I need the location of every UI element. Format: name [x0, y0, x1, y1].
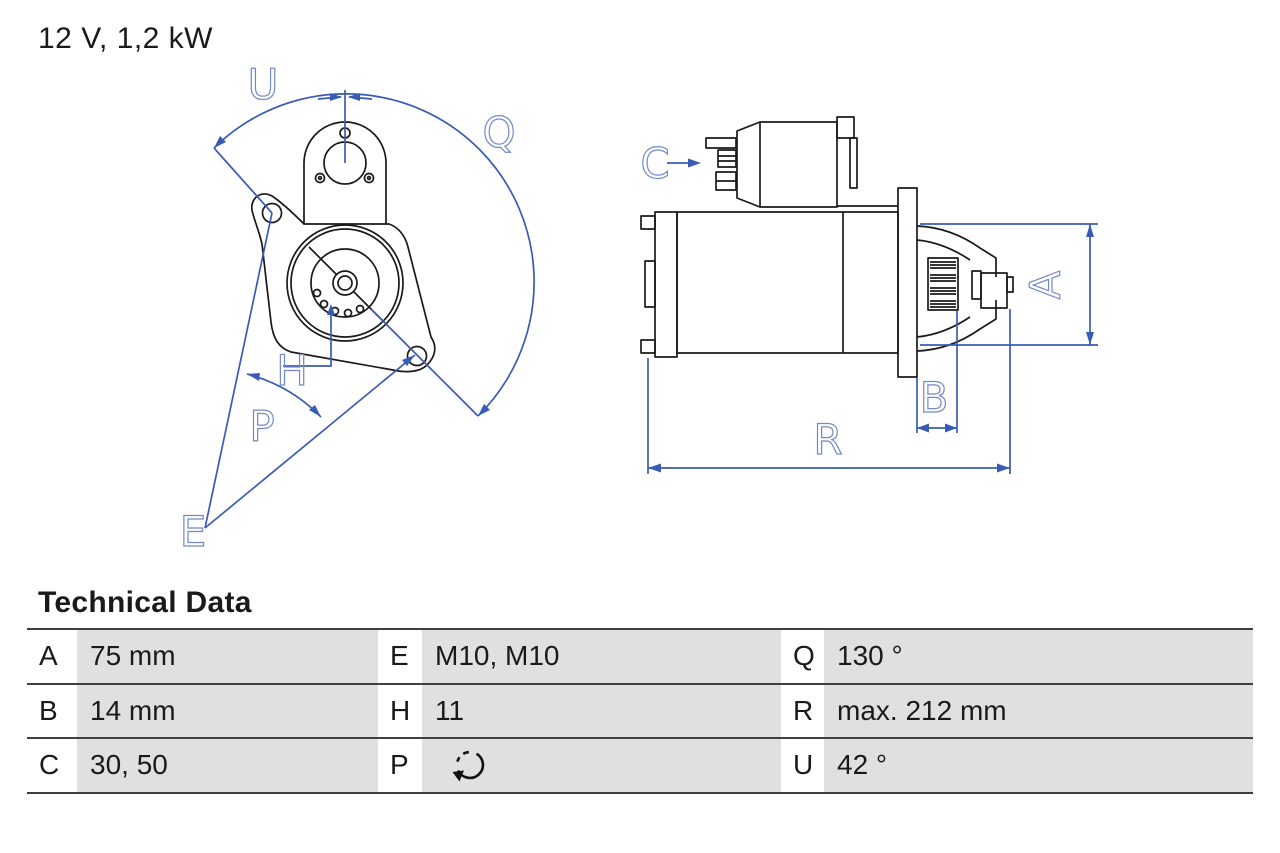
table-value: 11 — [422, 684, 781, 740]
side-bell-upper — [916, 225, 997, 277]
front-chamfer-upper — [308, 246, 338, 276]
table-value: 30, 50 — [77, 739, 378, 794]
c-arrow — [688, 158, 701, 168]
a-arrow-top — [1086, 224, 1094, 237]
front-rivet-right — [363, 172, 375, 184]
label-e: E — [180, 507, 207, 556]
side-bell-upper-inner — [916, 239, 971, 261]
front-shaft-hole — [337, 275, 353, 291]
side-tab-bottom — [640, 339, 656, 354]
front-rivet-left-dot — [317, 175, 323, 181]
front-ear-hole-lower — [406, 345, 428, 367]
h-leader — [283, 307, 332, 367]
front-rivet-left — [314, 172, 326, 184]
table-key: H — [378, 684, 422, 740]
side-view-labels: C A B R — [640, 138, 1071, 464]
label-h: H — [276, 346, 308, 395]
b-arrow-left — [917, 423, 929, 433]
table-key: B — [27, 684, 77, 740]
label-r: R — [813, 415, 842, 464]
front-tooth — [355, 304, 365, 314]
front-view-arrowheads — [214, 93, 490, 417]
label-c: C — [640, 139, 669, 188]
side-terminal-nut-upper — [717, 149, 737, 168]
front-pinion-bore — [310, 248, 380, 318]
r-arrow-left — [648, 463, 661, 473]
label-q: Q — [482, 108, 515, 157]
table-key: Q — [781, 630, 824, 685]
side-tab-top — [640, 215, 656, 230]
side-drive-end-cap — [1006, 276, 1014, 293]
front-tooth — [319, 299, 329, 309]
tick-arrow-left — [330, 93, 342, 101]
ray-to-upper-ear — [213, 147, 273, 214]
table-value: 75 mm — [77, 630, 378, 685]
table-value: M10, M10 — [422, 630, 781, 685]
front-housing-outer — [286, 224, 404, 342]
side-mounting-flange — [897, 187, 918, 378]
technical-drawing: U Q H P E — [179, 59, 1098, 557]
p-arc-arrow-lower — [309, 405, 321, 417]
b-arrow-right — [945, 423, 957, 433]
rotation-ccw-icon — [452, 751, 485, 782]
ray-to-q-end — [370, 308, 479, 417]
starter-motor-side-view — [640, 116, 1014, 378]
table-value: 42 ° — [824, 739, 1253, 794]
front-tooth — [312, 288, 322, 298]
side-solenoid — [736, 121, 838, 208]
side-pinion-hatch — [930, 261, 956, 308]
label-a: A — [1021, 270, 1070, 299]
label-u: U — [248, 60, 279, 109]
starter-motor-front-view — [250, 121, 436, 373]
table-key: E — [378, 630, 422, 685]
side-view-arrowheads — [648, 158, 1094, 473]
side-motor-body — [676, 211, 899, 354]
label-b: B — [920, 373, 949, 422]
table-value: max. 212 mm — [824, 684, 1253, 740]
side-end-cap — [654, 211, 678, 358]
front-ear-hole-upper — [261, 202, 283, 224]
e-line-arrow — [402, 355, 415, 366]
side-pinion-gear — [927, 257, 959, 311]
side-solenoid-strip — [849, 137, 858, 189]
e-line-lower — [204, 354, 416, 529]
front-tooth — [343, 308, 353, 318]
table-value: 130 ° — [824, 630, 1253, 685]
front-view-labels: U Q H P E — [179, 59, 516, 556]
technical-data-table: A 75 mm E M10, M10 Q 130 ° B 14 mm H 11 … — [27, 628, 1253, 794]
h-arrow — [327, 304, 335, 315]
table-key: P — [378, 739, 422, 794]
front-housing-inner — [290, 228, 400, 338]
u-arc-arrow — [214, 136, 226, 148]
r-arrow-right — [997, 463, 1010, 473]
table-key: A — [27, 630, 77, 685]
table-key: R — [781, 684, 824, 740]
front-view-dimensions — [204, 90, 535, 529]
side-view-dimensions — [647, 162, 1098, 474]
angle-arc-u-q — [213, 93, 535, 417]
side-terminal-nut-facets — [718, 155, 736, 162]
technical-data-heading: Technical Data — [38, 586, 252, 619]
side-terminal-rod — [705, 137, 737, 149]
e-line-upper — [204, 212, 273, 529]
front-rivet-right-dot — [366, 175, 372, 181]
side-bell-lower — [916, 300, 997, 352]
side-drive-end-block — [980, 272, 1008, 309]
a-arrow-bottom — [1086, 332, 1094, 345]
p-arc-arrow-upper — [247, 373, 260, 381]
side-solenoid-block — [836, 116, 855, 139]
table-value: 14 mm — [77, 684, 378, 740]
q-arc-arrow — [478, 404, 490, 416]
side-brush-bump — [644, 260, 656, 308]
side-shaft — [971, 270, 982, 300]
page-title: 12 V, 1,2 kW — [38, 22, 213, 55]
table-key: C — [27, 739, 77, 794]
table-value-rotation — [422, 739, 781, 794]
tick-arrow-right — [348, 93, 360, 101]
front-shaft-ring — [332, 270, 358, 296]
side-bell-lower-inner — [916, 316, 971, 338]
label-p: P — [249, 402, 274, 451]
table-key: U — [781, 739, 824, 794]
front-flange-outline — [250, 193, 436, 373]
